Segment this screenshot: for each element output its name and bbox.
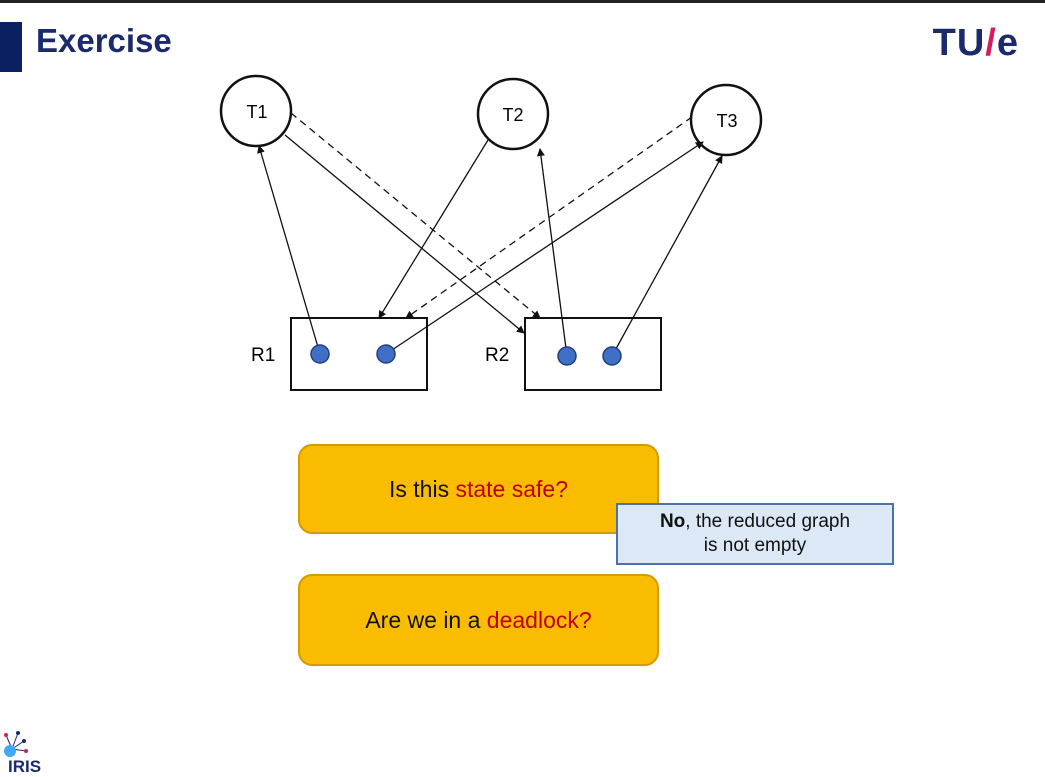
answer-line-1: No, the reduced graph (618, 510, 892, 534)
tue-logo-right: e (996, 22, 1019, 64)
edge-r1-to-t1 (257, 145, 321, 355)
edge-t1-to-r2 (284, 134, 525, 334)
iris-logo-text: IRIS (8, 757, 42, 776)
tue-logo-left: TU (932, 22, 986, 64)
edge-t2-to-r1 (378, 139, 489, 319)
edge-r2-to-t2 (536, 148, 568, 357)
thread-label-t2: T2 (502, 105, 523, 125)
tue-logo-slash: / (985, 22, 997, 64)
resource-box-r2 (524, 317, 662, 391)
thread-node-t1: T1 (219, 74, 293, 148)
r1-instance-2 (376, 344, 396, 364)
tue-logo: TU/e (933, 22, 1019, 65)
thread-label-t3: T3 (716, 111, 737, 131)
question-safe-prefix: Is this (389, 475, 456, 502)
top-rule (0, 0, 1045, 3)
r1-instance-1 (310, 344, 330, 364)
iris-logo-icon (4, 731, 28, 757)
answer-line-2: is not empty (703, 535, 807, 556)
answer-line1-rest: , the reduced graph (685, 511, 851, 532)
title-accent-bar (0, 22, 22, 72)
resource-label-r1: R1 (251, 345, 275, 366)
edge-r1-to-t3 (385, 141, 704, 355)
slide-title: Exercise (36, 22, 172, 59)
question-safe-highlight: state safe? (455, 475, 568, 502)
question-deadlock-highlight: deadlock? (486, 606, 592, 633)
resource-label-r2: R2 (485, 345, 509, 366)
question-deadlock: Are we in a deadlock? (298, 574, 659, 666)
claim-edge-t3-to-r1 (405, 116, 693, 319)
thread-label-t1: T1 (246, 102, 267, 122)
edge-r2-to-t3 (611, 155, 723, 357)
r2-instance-2 (602, 346, 622, 366)
r2-instance-1 (557, 346, 577, 366)
claim-edge-t1-to-r2 (290, 112, 541, 319)
question-deadlock-prefix: Are we in a (365, 606, 487, 633)
question-safe-state: Is this state safe? (298, 444, 659, 534)
answer-bold: No (659, 511, 686, 532)
thread-node-t2: T2 (476, 77, 550, 151)
thread-node-t3: T3 (689, 83, 763, 157)
answer-box: No, the reduced graph is not empty (616, 503, 894, 565)
